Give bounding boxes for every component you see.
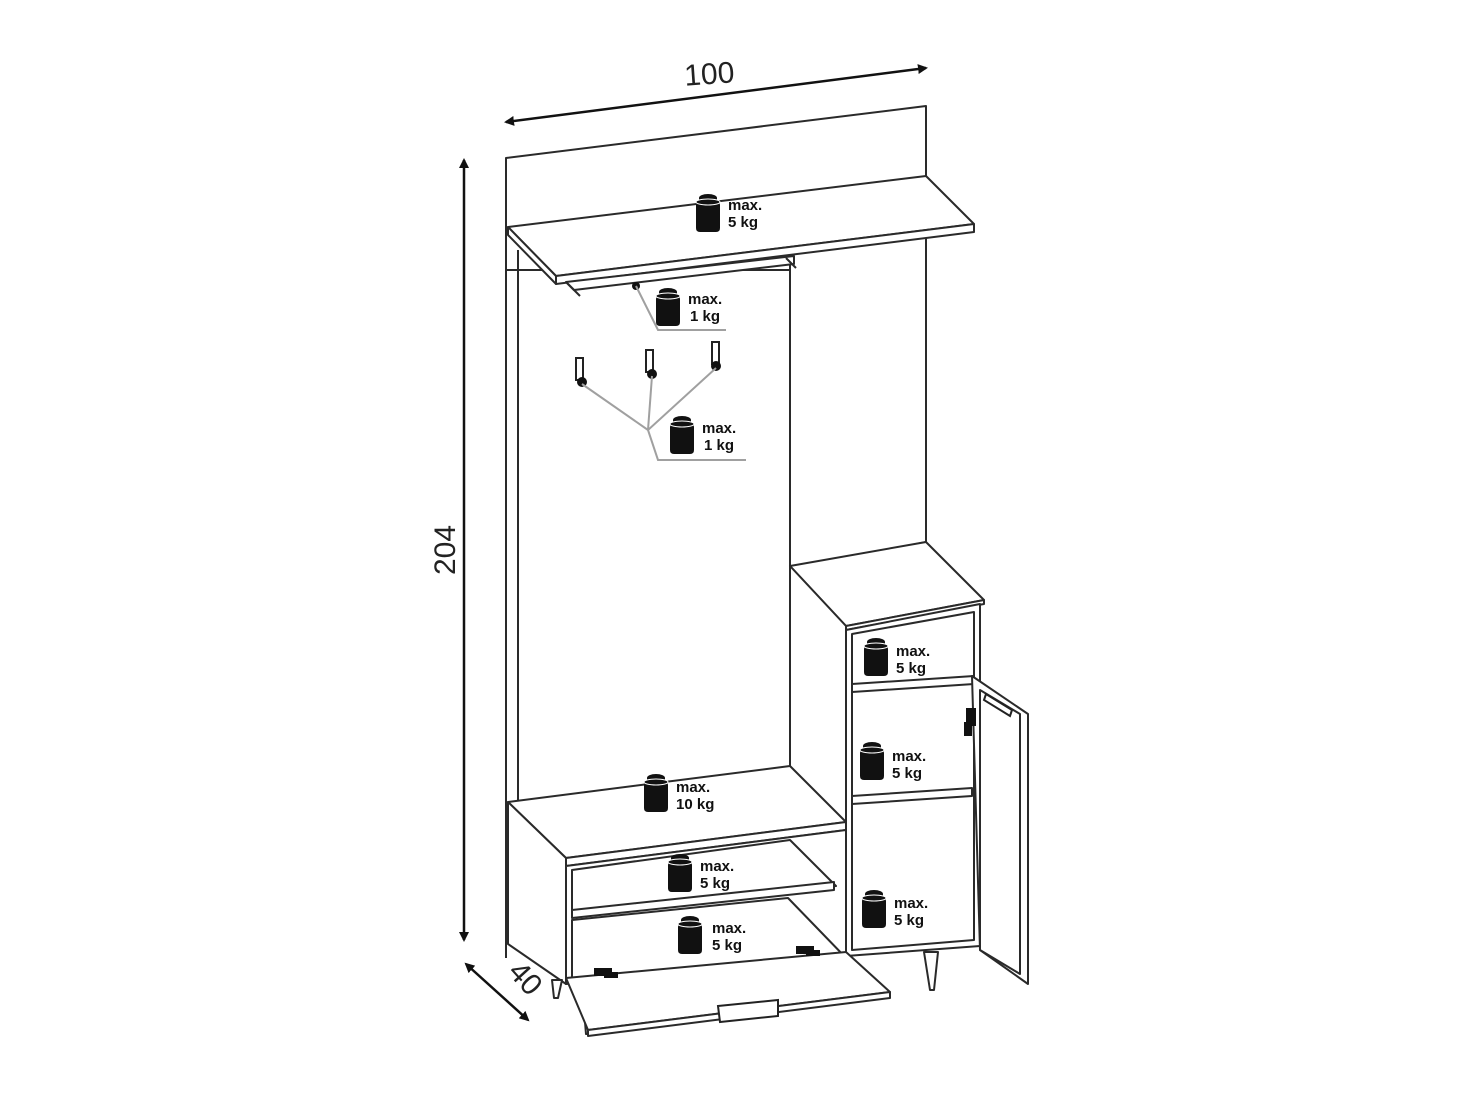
svg-text:10 kg: 10 kg [676,796,714,813]
width-dimension: 100 [504,56,928,126]
weight-icon [677,915,703,955]
load-label-bench-drawer: max. 5 kg [677,915,746,955]
bench-cabinet [507,765,891,1037]
svg-text:5 kg: 5 kg [700,875,730,892]
weight-icon [655,287,681,327]
svg-text:5 kg: 5 kg [896,660,926,677]
load-label-hooks: max. 1 kg [669,415,736,455]
svg-text:5 kg: 5 kg [712,937,742,954]
svg-text:5 kg: 5 kg [892,765,922,782]
svg-text:max.: max. [712,920,746,937]
svg-text:max.: max. [700,858,734,875]
weight-icon [695,193,721,233]
handle-icon [982,692,1014,718]
load-label-cabinet-shelf-2: max. 5 kg [859,741,926,782]
hinge-icon [964,708,976,736]
svg-text:1 kg: 1 kg [704,437,734,454]
svg-text:1 kg: 1 kg [690,308,720,325]
svg-text:max.: max. [702,420,736,437]
height-dimension: 204 [429,158,469,942]
weight-icon [859,741,885,781]
top-shelf [507,175,975,297]
weight-icon [863,637,889,677]
load-label-bench-top: max. 10 kg [643,773,714,813]
svg-text:5 kg: 5 kg [894,912,924,929]
load-label-cabinet-bottom: max. 5 kg [861,889,928,929]
hooks [575,282,746,461]
coat-hook-icon [575,357,587,387]
handle-icon [716,998,779,1024]
load-label-top-shelf: max. 5 kg [695,193,762,233]
svg-text:max.: max. [892,748,926,765]
load-label-bench-shelf: max. 5 kg [667,853,734,893]
height-value: 204 [429,525,462,575]
svg-text:max.: max. [728,197,762,214]
weight-icon [643,773,669,813]
svg-text:max.: max. [676,779,710,796]
svg-text:5 kg: 5 kg [728,214,758,231]
weight-icon [669,415,695,455]
depth-dimension: 40 [464,955,548,1022]
coat-hook-icon [711,341,721,371]
width-value: 100 [683,56,735,92]
weight-icon [861,889,887,929]
coat-hook-icon [645,349,657,379]
load-label-rail: max. 1 kg [655,287,722,327]
hinge-icon [796,946,820,956]
svg-text:max.: max. [894,895,928,912]
weight-icon [667,853,693,893]
svg-text:max.: max. [896,643,930,660]
svg-text:max.: max. [688,291,722,308]
side-cabinet [789,541,1029,991]
load-label-cabinet-shelf-1: max. 5 kg [863,637,930,677]
hinge-icon [594,968,618,978]
